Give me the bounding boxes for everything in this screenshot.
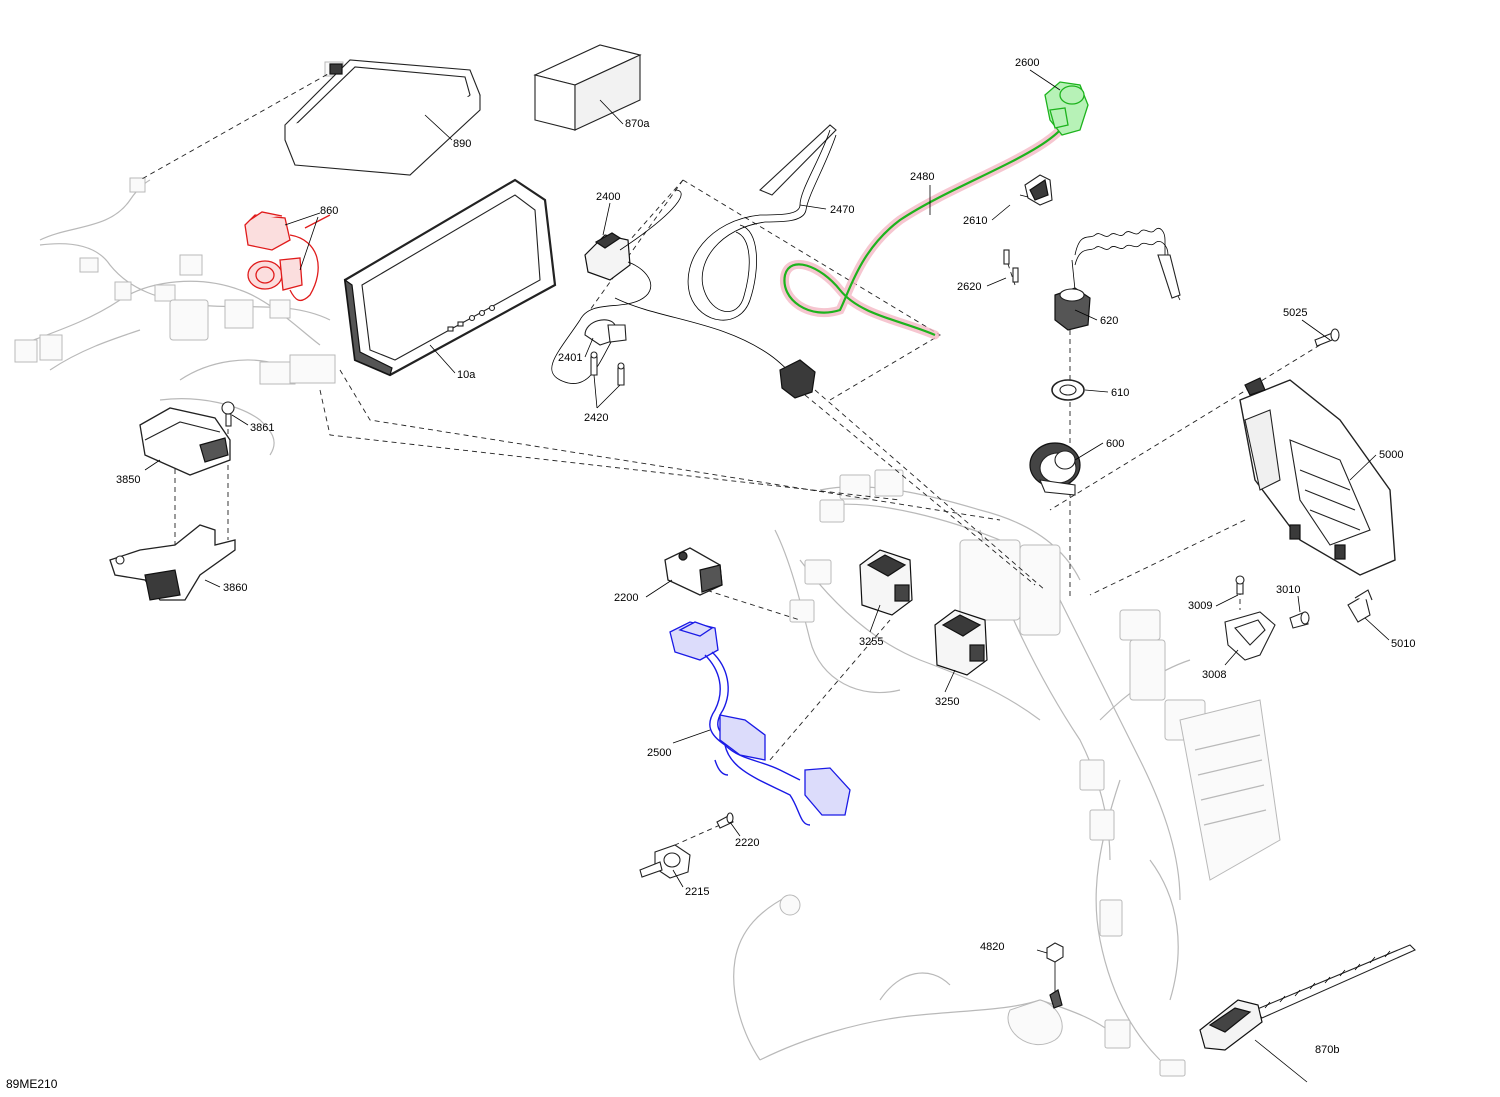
label-5000: 5000	[1379, 449, 1403, 461]
part-2500-harness	[669, 621, 851, 826]
part-600-key-switch	[1029, 442, 1081, 496]
label-870b: 870b	[1315, 1044, 1339, 1056]
part-3008-bracket	[1224, 575, 1310, 661]
label-3008: 3008	[1202, 669, 1226, 681]
label-3255: 3255	[859, 636, 883, 648]
label-860: 860	[320, 205, 338, 217]
part-3255-switch	[859, 549, 913, 616]
label-5025: 5025	[1283, 307, 1307, 319]
part-890-tray	[284, 59, 481, 176]
label-3250: 3250	[935, 696, 959, 708]
part-2480-wire	[780, 110, 1075, 340]
part-3250-switch	[934, 609, 988, 676]
label-600: 600	[1106, 438, 1124, 450]
label-2420: 2420	[584, 412, 608, 424]
label-2600: 2600	[1015, 57, 1039, 69]
label-5010: 5010	[1391, 638, 1415, 650]
label-610: 610	[1111, 387, 1129, 399]
label-3850: 3850	[116, 474, 140, 486]
label-2480: 2480	[910, 171, 934, 183]
label-3860: 3860	[223, 582, 247, 594]
part-2400-switch-assembly	[551, 189, 816, 399]
label-3861: 3861	[250, 422, 274, 434]
main-wiring-harness	[14, 61, 1281, 1077]
label-870a: 870a	[625, 118, 650, 130]
part-620-coiled-cord	[1054, 227, 1181, 331]
part-4820-nut	[1046, 942, 1064, 1009]
label-2401: 2401	[558, 352, 582, 364]
label-2200: 2200	[614, 592, 638, 604]
part-610-grommet	[1051, 379, 1085, 401]
label-890: 890	[453, 138, 471, 150]
drawing-code: 89ME210	[6, 1077, 58, 1091]
label-2500: 2500	[647, 747, 671, 759]
label-10a: 10a	[457, 369, 476, 381]
part-2600-connector	[1044, 81, 1089, 136]
part-5010-clip	[1347, 589, 1373, 623]
label-620: 620	[1100, 315, 1118, 327]
label-3010: 3010	[1276, 584, 1300, 596]
label-4820: 4820	[980, 941, 1004, 953]
part-2215-sensor	[639, 812, 734, 879]
label-3009: 3009	[1188, 600, 1212, 612]
label-2400: 2400	[596, 191, 620, 203]
label-2220: 2220	[735, 837, 759, 849]
part-5025-screw	[1314, 328, 1340, 347]
part-10a-display	[343, 178, 557, 377]
callout-labels: 890 870a 860 10a 2400 2470 2480 2600 261…	[116, 57, 1415, 1056]
part-2470-tube	[687, 124, 837, 321]
label-2620: 2620	[957, 281, 981, 293]
part-5000-module	[1239, 377, 1396, 576]
label-2470: 2470	[830, 204, 854, 216]
part-2200-sensor	[664, 547, 723, 596]
label-2610: 2610	[963, 215, 987, 227]
assembly-dashed-lines	[139, 69, 1321, 846]
part-860-relay	[244, 211, 331, 302]
part-870a-block	[533, 44, 642, 131]
part-870b-cable-tie	[1199, 944, 1416, 1051]
callout-leader-lines	[144, 69, 1390, 1083]
part-2610-bracket	[1003, 174, 1053, 283]
part-3850-module-group	[109, 401, 236, 601]
label-2215: 2215	[685, 886, 709, 898]
